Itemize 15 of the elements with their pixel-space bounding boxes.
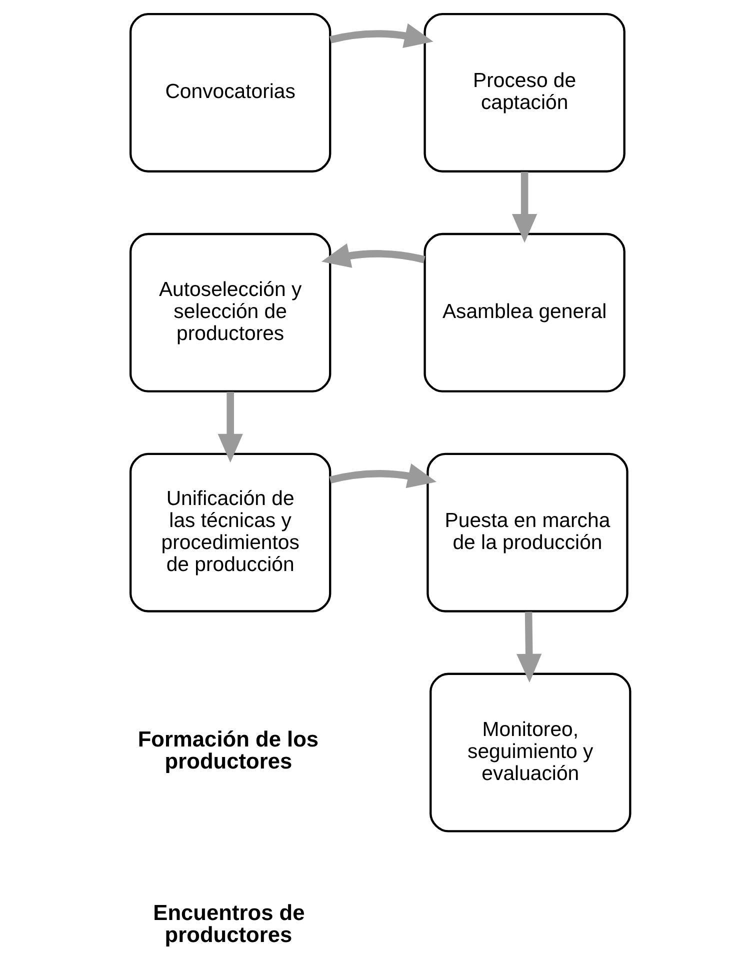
node-box: Puesta en marcha de la producción bbox=[426, 452, 628, 612]
arrow bbox=[321, 243, 426, 268]
node-box: Unificación de las técnicas y procedimientos de producción bbox=[129, 452, 332, 612]
arrow bbox=[330, 23, 434, 48]
arrow bbox=[218, 392, 243, 463]
node-box: Asamblea general bbox=[424, 232, 626, 392]
node-box: Convocatorias bbox=[129, 12, 332, 172]
node-box: Monitoreo, seguimiento y evaluación bbox=[430, 672, 632, 832]
arrow bbox=[329, 464, 437, 488]
arrow bbox=[512, 172, 538, 243]
arrow bbox=[516, 612, 542, 683]
label: Formación de los productores bbox=[138, 726, 319, 774]
node-box: Autoselección y selección de productores bbox=[129, 232, 332, 392]
label: Encuentros de productores bbox=[153, 900, 305, 947]
node-box: Proceso de captación bbox=[424, 12, 626, 172]
